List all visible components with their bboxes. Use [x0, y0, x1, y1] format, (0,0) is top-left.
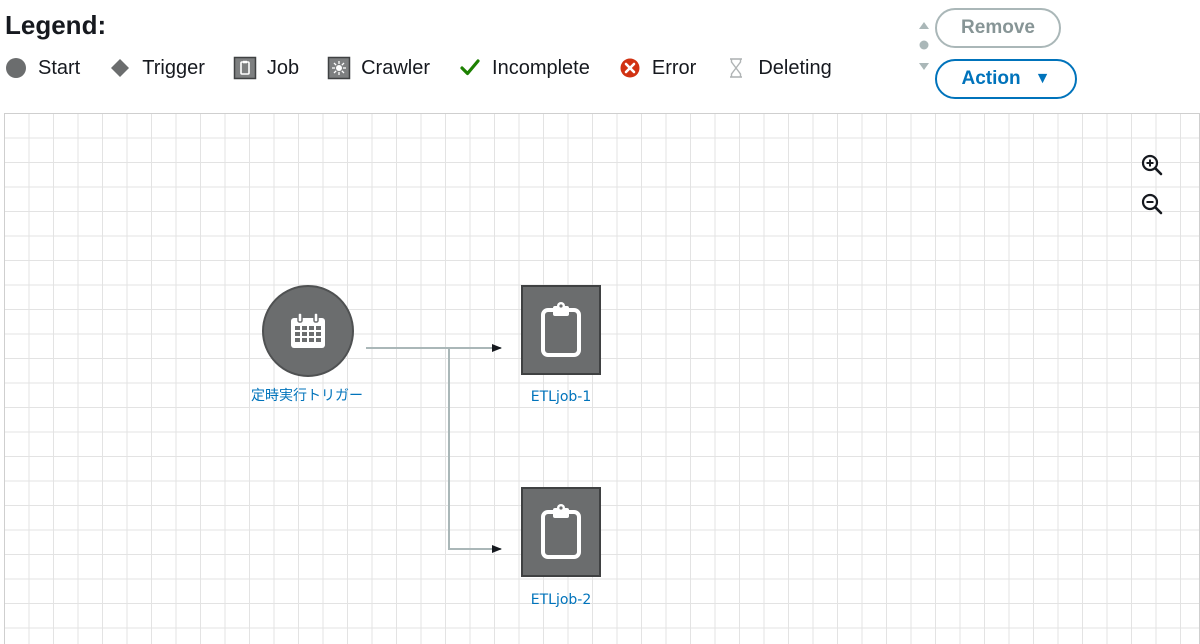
- error-icon: [618, 56, 642, 80]
- scroll-up-arrow-icon[interactable]: [919, 22, 929, 29]
- crawler-icon: [327, 56, 351, 80]
- legend-item-error: Error: [618, 56, 696, 80]
- legend-item-crawler: Crawler: [327, 56, 430, 80]
- trigger-diamond-icon: [108, 56, 132, 80]
- legend-title: Legend:: [5, 10, 107, 40]
- start-circle-icon: [4, 56, 28, 80]
- job-node-1[interactable]: [521, 285, 601, 375]
- action-button-label: Action: [961, 68, 1021, 89]
- legend-item-job: Job: [233, 56, 299, 80]
- trigger-node[interactable]: [262, 285, 354, 377]
- legend-item-incomplete: Incomplete: [458, 56, 590, 80]
- zoom-out-icon: [1141, 193, 1163, 215]
- scroll-down-arrow-icon[interactable]: [919, 63, 929, 70]
- legend-item-deleting: Deleting: [724, 56, 832, 80]
- clipboard-icon: [541, 504, 581, 559]
- calendar-icon: [291, 312, 325, 348]
- scroll-dot-icon: [919, 40, 929, 50]
- zoom-in-icon: [1141, 154, 1163, 176]
- chevron-down-icon: ▼: [1034, 70, 1051, 87]
- remove-button-label: Remove: [961, 17, 1035, 38]
- legend-label-error: Error: [651, 56, 697, 79]
- workflow-graph-canvas[interactable]: 定時実行トリガー ETLjob-1 ETLjob-2: [4, 113, 1200, 644]
- graph-connectors: [366, 344, 502, 553]
- connector-trigger-to-job-2: [448, 348, 502, 553]
- job-node-1-label[interactable]: ETLjob-1: [530, 389, 592, 405]
- legend-label-incomplete: Incomplete: [492, 56, 590, 79]
- remove-button[interactable]: Remove: [935, 8, 1061, 48]
- checkmark-icon: [458, 56, 482, 80]
- legend-label-deleting: Deleting: [758, 56, 832, 79]
- clipboard-icon: [541, 302, 581, 357]
- job-icon: [233, 56, 257, 80]
- legend-item-trigger: Trigger: [108, 56, 205, 80]
- legend-label-trigger: Trigger: [142, 56, 205, 79]
- trigger-node-label[interactable]: 定時実行トリガー: [251, 388, 363, 404]
- legend-label-start: Start: [38, 56, 81, 79]
- job-node-2-label[interactable]: ETLjob-2: [530, 592, 592, 608]
- zoom-in-button[interactable]: [1139, 152, 1165, 178]
- hourglass-icon: [724, 56, 748, 80]
- legend-label-job: Job: [266, 56, 300, 79]
- scroll-indicator[interactable]: [916, 20, 932, 72]
- legend-label-crawler: Crawler: [361, 56, 431, 79]
- legend: Start Trigger Job: [4, 54, 860, 82]
- legend-item-start: Start: [4, 56, 80, 80]
- zoom-out-button[interactable]: [1139, 191, 1165, 217]
- job-node-2[interactable]: [521, 487, 601, 577]
- action-button[interactable]: Action ▼: [935, 59, 1077, 99]
